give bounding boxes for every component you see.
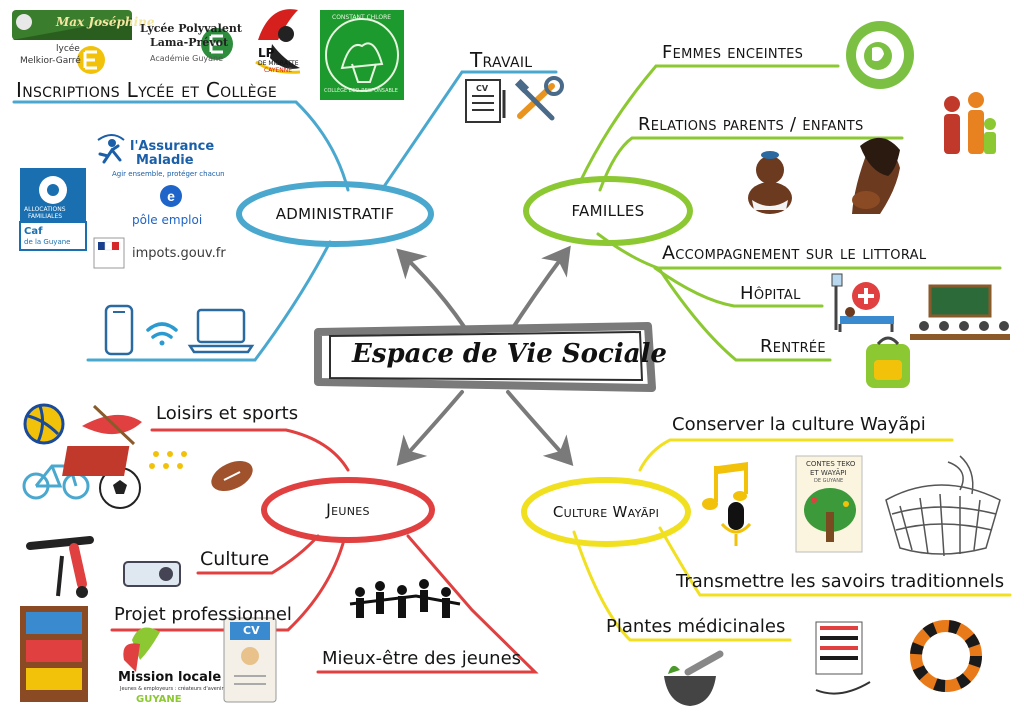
volleyball-icon bbox=[23, 403, 65, 445]
basket-weaving-icon bbox=[885, 455, 1001, 557]
label-rentree: Rentrée bbox=[760, 336, 826, 357]
max-josephine-logo bbox=[12, 10, 132, 40]
label-plantes-medicinales: Plantes médicinales bbox=[606, 616, 786, 637]
phone-icon bbox=[104, 304, 134, 356]
cv-card-text: CV bbox=[243, 624, 260, 637]
book-line2: ET WAYÃPI bbox=[810, 469, 847, 477]
bead-bracelet-icon bbox=[910, 620, 982, 692]
lp-line3: CAYENNE bbox=[264, 67, 293, 74]
label-femmes-enceintes: Femmes enceintes bbox=[662, 42, 804, 63]
mission-locale-text: Mission locale bbox=[118, 670, 222, 685]
breastfeeding-mother-icon bbox=[852, 137, 900, 214]
checkers-board-icon bbox=[62, 446, 187, 476]
caf-line3: Caf bbox=[24, 226, 43, 237]
impots-text: impots.gouv.fr bbox=[132, 246, 226, 261]
mission-locale-tag: Jeunes & employeurs : créateurs d'avenir bbox=[120, 686, 224, 692]
soccer-ball-icon bbox=[99, 467, 141, 509]
assurance-maladie-logo bbox=[97, 134, 125, 164]
hub-jeunes: Jeunes bbox=[326, 500, 370, 519]
college-arc1: CONSTANT CHLORE bbox=[332, 14, 392, 21]
jeunes-connectors bbox=[110, 428, 539, 674]
lama-line3: Académie Guyane bbox=[150, 54, 224, 63]
caf-line1: ALLOCATIONS bbox=[24, 206, 66, 213]
school-bag-icon bbox=[866, 336, 910, 388]
lama-line2: Lama-Prévot bbox=[150, 36, 229, 49]
caf-line4: de la Guyane bbox=[24, 238, 71, 246]
label-inscriptions: Inscriptions Lycée et Collège bbox=[16, 78, 278, 102]
mission-locale-region: GUYANE bbox=[136, 694, 182, 705]
classroom-icon bbox=[910, 284, 1010, 340]
book-line1: CONTES TEKO bbox=[806, 460, 856, 468]
tools-icon bbox=[514, 76, 564, 121]
center-frame bbox=[314, 322, 656, 392]
culture-connectors bbox=[572, 438, 1012, 642]
label-mieux-etre: Mieux-être des jeunes bbox=[322, 648, 522, 669]
melkior-line1: lycée bbox=[56, 44, 80, 54]
lp-line2: DE MIGRATTE bbox=[258, 60, 299, 67]
breakdancer-icon bbox=[26, 536, 94, 598]
hub-culture-wayapi: Culture Wayãpi bbox=[552, 503, 660, 521]
label-relations-parents: Relations parents / enfants bbox=[638, 114, 864, 135]
melkior-garre-logo bbox=[77, 46, 105, 74]
college-arc2: COLLÈGE ECO-RESPONSABLE bbox=[324, 88, 398, 94]
mortar-pestle-icon bbox=[664, 650, 724, 706]
lp-migratte-logo bbox=[255, 9, 301, 74]
assurance-line1: l'Assurance bbox=[130, 139, 215, 154]
hub-administratif-oval bbox=[236, 181, 434, 247]
pole-emploi-logo: e bbox=[160, 185, 182, 207]
mission-locale-logo bbox=[123, 627, 160, 672]
lama-prevot-logo bbox=[201, 28, 233, 60]
kayak-icon bbox=[82, 404, 142, 446]
label-loisirs-sports: Loisirs et sports bbox=[156, 403, 299, 424]
hub-familles: FAMILLES bbox=[571, 202, 645, 220]
lp-line1: LP bbox=[258, 46, 275, 60]
max-josephine-text: Max Joséphine bbox=[56, 15, 155, 29]
caf-line2: FAMILIALES bbox=[28, 213, 63, 220]
label-accompagnement: Accompagnement sur le littoral bbox=[662, 242, 927, 264]
hub-administratif: ADMINISTRATIF bbox=[275, 205, 395, 223]
college-eco-logo bbox=[320, 10, 404, 100]
melkior-line2: Melkior-Garré bbox=[20, 56, 81, 66]
bookshelf-icon bbox=[20, 606, 88, 702]
music-notes-icon bbox=[702, 462, 748, 510]
family-icon bbox=[944, 92, 996, 154]
impots-logo bbox=[93, 237, 125, 269]
cv-document-icon bbox=[465, 79, 506, 123]
laptop-icon bbox=[187, 308, 255, 354]
cv-doc-text: CV bbox=[476, 84, 489, 93]
wifi-icon bbox=[146, 322, 178, 346]
label-conserver-culture: Conserver la culture Wayãpi bbox=[672, 414, 926, 435]
pregnant-woman-icon bbox=[846, 21, 914, 89]
beadwork-icon bbox=[815, 621, 871, 695]
center-title: Espace de Vie Sociale bbox=[352, 339, 667, 369]
projector-icon bbox=[123, 561, 181, 587]
label-culture-jeunes: Culture bbox=[200, 548, 270, 570]
microphone-icon bbox=[720, 502, 752, 546]
cv-card-icon bbox=[223, 617, 277, 703]
baby-icon bbox=[748, 151, 792, 214]
caf-logo bbox=[19, 168, 87, 251]
administratif-connectors bbox=[12, 70, 558, 362]
label-projet-professionnel: Projet professionnel bbox=[114, 604, 292, 625]
label-transmettre-savoirs: Transmettre les savoirs traditionnels bbox=[676, 571, 1005, 592]
assurance-tagline: Agir ensemble, protéger chacun bbox=[112, 170, 225, 178]
jumping-youth-icon bbox=[349, 579, 461, 618]
label-travail: Travail bbox=[470, 48, 533, 72]
assurance-line2: Maladie bbox=[136, 153, 194, 168]
book-line3: DE GUYANE bbox=[814, 478, 844, 484]
hub-familles-oval bbox=[523, 176, 693, 246]
lama-line1: Lycée Polyvalent bbox=[140, 22, 242, 35]
hospital-bed-icon bbox=[831, 273, 894, 332]
rugby-ball-icon bbox=[211, 460, 253, 492]
label-hopital: Hôpital bbox=[740, 283, 801, 304]
svg-text:e: e bbox=[167, 188, 175, 204]
wayapi-book-cover bbox=[795, 455, 863, 553]
hub-culture-oval bbox=[521, 477, 691, 547]
hub-jeunes-oval bbox=[261, 477, 435, 543]
pole-emploi-text: pôle emploi bbox=[132, 213, 203, 227]
